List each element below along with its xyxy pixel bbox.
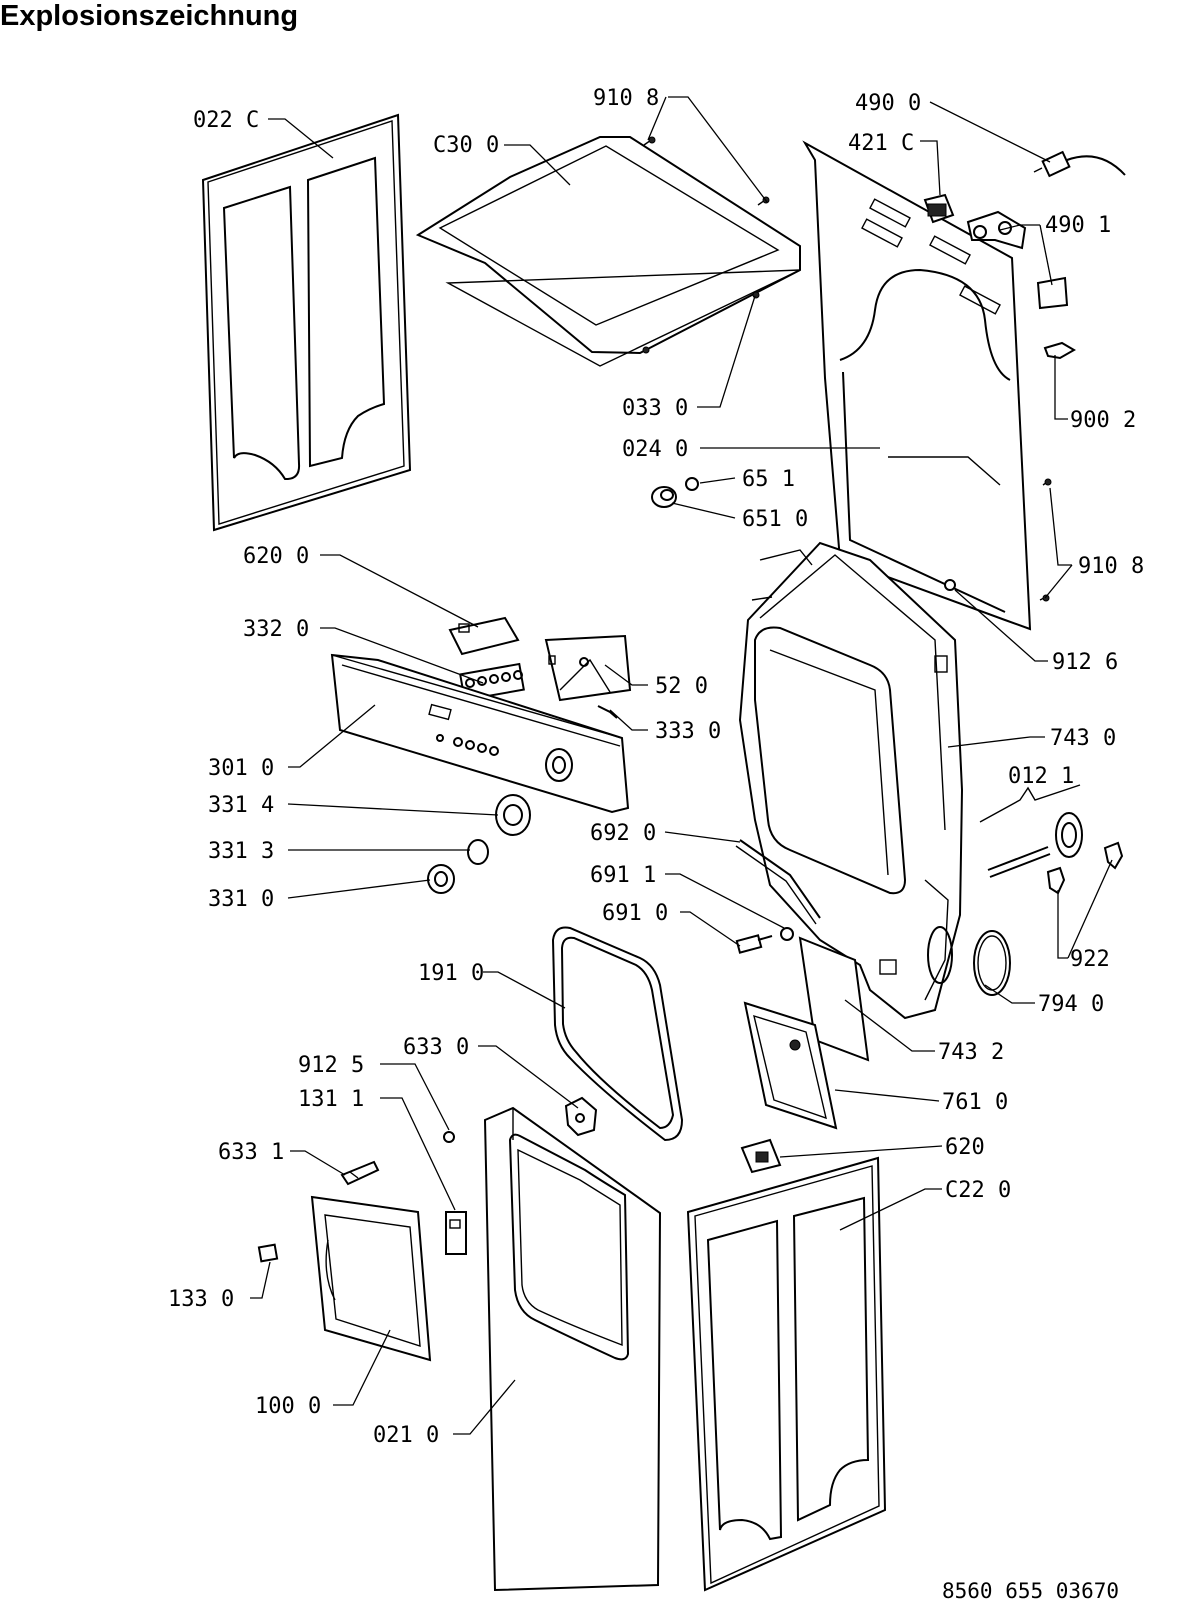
temperature-sensor xyxy=(735,934,773,954)
document-number: 8560 655 03670 xyxy=(942,1579,1119,1603)
leader-lines xyxy=(250,96,1113,1435)
part-label: 490 1 xyxy=(1045,213,1111,238)
door-lock xyxy=(445,1211,467,1255)
part-label: 021 0 xyxy=(373,1423,439,1448)
part-label: 65 1 xyxy=(742,467,795,492)
part-label: 133 0 xyxy=(168,1287,234,1312)
side-panel-right xyxy=(686,1156,887,1592)
part-label: 900 2 xyxy=(1070,408,1136,433)
filter-plate xyxy=(798,936,870,1062)
part-label: 910 8 xyxy=(1078,554,1144,579)
part-label: C30 0 xyxy=(433,133,499,158)
part-label: 761 0 xyxy=(942,1090,1008,1115)
part-label: 633 0 xyxy=(403,1035,469,1060)
part-label: 131 1 xyxy=(298,1087,364,1112)
front-panel xyxy=(483,1106,662,1592)
part-label: 332 0 xyxy=(243,617,309,642)
part-label: 421 C xyxy=(848,131,914,156)
drive-belt xyxy=(973,930,1011,996)
part-label: 922 xyxy=(1070,947,1110,972)
door-hinge xyxy=(564,1096,598,1137)
filter-box xyxy=(923,193,955,224)
rear-screws xyxy=(944,478,1052,602)
part-label: 033 0 xyxy=(622,396,688,421)
small-terminal xyxy=(1043,341,1076,360)
part-label: 912 6 xyxy=(1052,650,1118,675)
part-label: 794 0 xyxy=(1038,992,1104,1017)
cable-tie xyxy=(597,705,618,719)
part-label: 743 2 xyxy=(938,1040,1004,1065)
rear-panel xyxy=(802,140,1032,631)
part-label: 912 5 xyxy=(298,1053,364,1078)
o-ring xyxy=(780,927,794,941)
top-cover xyxy=(415,136,801,367)
part-label: 651 0 xyxy=(742,507,808,532)
door-gasket xyxy=(551,926,684,1142)
part-label: 331 0 xyxy=(208,887,274,912)
lint-filter xyxy=(743,1001,838,1130)
part-label: 743 0 xyxy=(1050,726,1116,751)
part-label: 012 1 xyxy=(1008,764,1074,789)
part-label: 52 0 xyxy=(655,674,708,699)
part-label: 910 8 xyxy=(593,86,659,111)
door-frame xyxy=(310,1195,432,1362)
part-label: C22 0 xyxy=(945,1178,1011,1203)
hinge-bolt xyxy=(340,1160,380,1186)
part-labels: 022 C 910 8 C30 0 490 0 421 C 490 1 033 … xyxy=(168,86,1144,1603)
part-label: 691 1 xyxy=(590,863,656,888)
air-duct-housing xyxy=(738,541,964,1020)
cord-clamp xyxy=(966,210,1069,310)
part-label: 333 0 xyxy=(655,719,721,744)
cable-strap xyxy=(735,839,821,925)
retaining-clips xyxy=(1046,841,1124,895)
part-label: 191 0 xyxy=(418,961,484,986)
part-label: 620 xyxy=(945,1135,985,1160)
suppressor-620 xyxy=(740,1138,782,1174)
part-label: 024 0 xyxy=(622,437,688,462)
part-label: 022 C xyxy=(193,108,259,133)
part-label: 490 0 xyxy=(855,91,921,116)
drum-shaft xyxy=(979,784,1083,878)
part-label: 620 0 xyxy=(243,544,309,569)
control-module xyxy=(448,616,520,656)
electronic-board xyxy=(544,634,632,702)
sensor-cap xyxy=(651,477,699,508)
part-label: 301 0 xyxy=(208,756,274,781)
part-label: 691 0 xyxy=(602,901,668,926)
side-panel-left xyxy=(201,113,412,532)
part-label: 331 3 xyxy=(208,839,274,864)
control-panel xyxy=(330,653,630,814)
part-label: 100 0 xyxy=(255,1394,321,1419)
part-label: 633 1 xyxy=(218,1140,284,1165)
power-cord xyxy=(1033,150,1126,178)
part-label: 331 4 xyxy=(208,793,274,818)
door-latch xyxy=(257,1243,279,1263)
program-knob-parts xyxy=(427,794,531,894)
part-label: 692 0 xyxy=(590,821,656,846)
screw-912-5 xyxy=(443,1131,455,1143)
page-title: Explosionszeichnung xyxy=(0,0,299,32)
